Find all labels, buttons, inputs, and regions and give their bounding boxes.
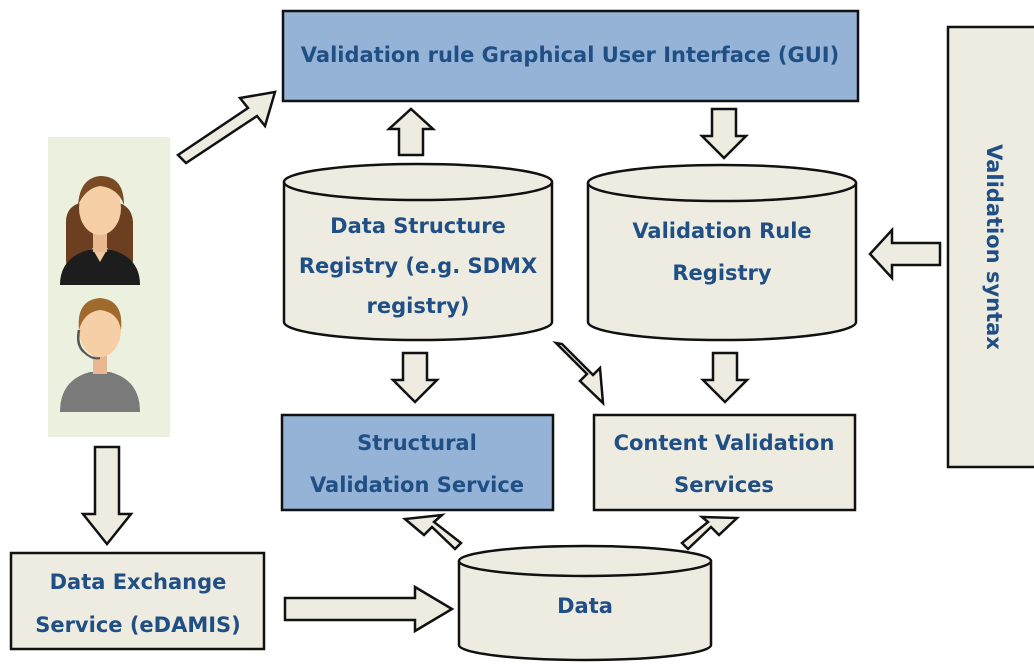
vrr-top — [586, 163, 858, 203]
female-user-icon — [60, 176, 140, 285]
data-structure-registry: Data Structure Registry (e.g. SDMX regis… — [282, 162, 554, 342]
dsr-body — [282, 182, 554, 342]
validation-rule-registry: Validation Rule Registry — [586, 163, 858, 342]
content-validation-box: Content Validation Services — [592, 413, 857, 512]
content-validation-line-2: Services — [674, 473, 774, 497]
arrow-dsr-to-content — [552, 341, 605, 407]
data-store: Data — [457, 544, 713, 662]
arrow-gui-to-vrr — [698, 107, 750, 160]
arrow-dsr-to-structural — [389, 351, 441, 404]
structural-validation-box: Structural Validation Service — [280, 413, 555, 512]
dsr-line-2: Registry (e.g. SDMX — [299, 254, 537, 278]
data-exchange-box: Data Exchange Service (eDAMIS) — [9, 551, 266, 651]
arrow-vrr-to-content — [699, 351, 751, 404]
arrow-users-to-gui — [176, 90, 277, 165]
user-panel — [48, 137, 170, 437]
validation-syntax-panel: Validation syntax — [946, 25, 1034, 469]
arrow-exchange-to-data — [283, 584, 455, 634]
validation-syntax-rect — [946, 25, 1034, 469]
arrow-users-to-exchange — [80, 445, 134, 547]
data-store-body — [457, 561, 713, 662]
data-store-label: Data — [557, 594, 613, 618]
structural-validation-rect — [280, 413, 555, 512]
gui-box-rect — [281, 9, 860, 103]
data-exchange-rect — [9, 551, 266, 651]
content-validation-rect — [592, 413, 857, 512]
arrow-dsr-to-gui — [385, 107, 437, 157]
structural-validation-line-2: Validation Service — [310, 473, 524, 497]
gui-box: Validation rule Graphical User Interface… — [281, 9, 860, 103]
arrow-syntax-to-vrr — [868, 226, 942, 282]
arrow-data-to-content — [680, 515, 741, 551]
structural-validation-line-1: Structural — [357, 431, 477, 455]
dsr-top — [282, 162, 554, 202]
data-exchange-line-2: Service (eDAMIS) — [35, 613, 241, 637]
dsr-line-1: Data Structure — [330, 214, 506, 238]
vrr-line-2: Registry — [672, 261, 772, 285]
data-store-top — [457, 544, 713, 578]
content-validation-line-1: Content Validation — [614, 431, 835, 455]
data-exchange-line-1: Data Exchange — [50, 570, 227, 594]
male-user-icon — [60, 298, 140, 412]
vrr-body — [586, 183, 858, 342]
gui-label: Validation rule Graphical User Interface… — [301, 43, 839, 67]
validation-syntax-label: Validation syntax — [982, 144, 1006, 350]
vrr-line-1: Validation Rule — [632, 219, 811, 243]
dsr-line-3: registry) — [366, 294, 469, 318]
arrow-data-to-structural — [401, 513, 463, 551]
